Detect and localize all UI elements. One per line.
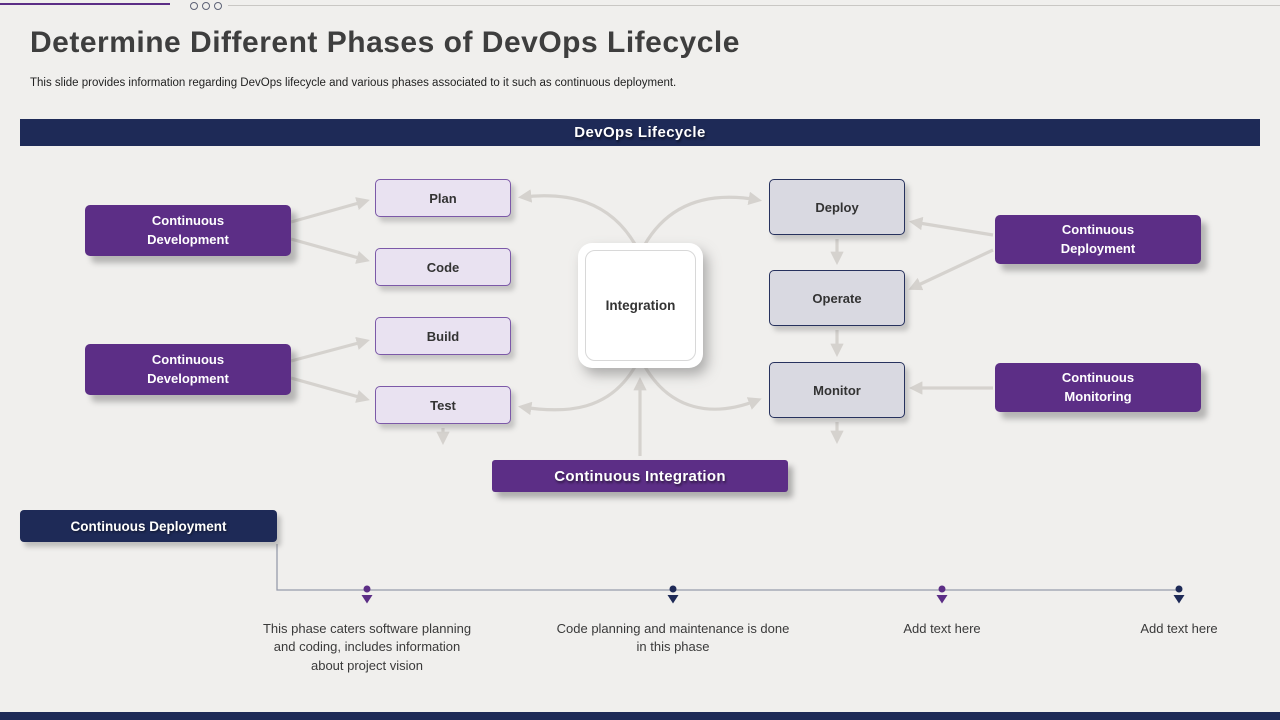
footer-bar: [0, 712, 1280, 720]
timeline-marker-2: [667, 585, 679, 604]
plan-box-label: Plan: [429, 190, 457, 206]
top-accent-line: [0, 3, 170, 5]
operate-box: Operate: [769, 270, 905, 326]
milestone-text-3: Add text here: [903, 621, 981, 636]
marker-down-arrow-icon: [936, 595, 948, 604]
test-box-label: Test: [430, 397, 456, 413]
decorative-dot: [214, 2, 222, 10]
integration-box: Integration: [578, 243, 703, 368]
decorative-dot: [190, 2, 198, 10]
continuous-development-box-2: Continuous Development: [85, 344, 291, 395]
code-box: Code: [375, 248, 511, 286]
page-title: Determine Different Phases of DevOps Lif…: [30, 26, 740, 59]
marker-dot: [669, 585, 677, 593]
continuous-development-box-1: Continuous Development: [85, 205, 291, 256]
continuous-integration-banner: Continuous Integration: [492, 460, 788, 492]
marker-dot: [938, 585, 946, 593]
continuous-monitoring-box: Continuous Monitoring: [995, 363, 1201, 412]
continuous-development-box-2-label: Continuous Development: [147, 351, 229, 386]
devops-lifecycle-banner-label: DevOps Lifecycle: [574, 124, 706, 141]
continuous-development-box-1-label: Continuous Development: [147, 212, 229, 247]
milestone-text-4: Add text here: [1140, 621, 1218, 636]
timeline-marker-4: [1173, 585, 1185, 604]
plan-box: Plan: [375, 179, 511, 217]
continuous-deployment-section-label-text: Continuous Deployment: [70, 518, 227, 534]
deploy-box: Deploy: [769, 179, 905, 235]
monitor-box: Monitor: [769, 362, 905, 418]
timeline-marker-3: [936, 585, 948, 604]
marker-down-arrow-icon: [667, 595, 679, 604]
test-box: Test: [375, 386, 511, 424]
marker-down-arrow-icon: [361, 595, 373, 604]
milestone-text-2: Code planning and maintenance is done in…: [556, 621, 790, 655]
milestone-text-1: This phase caters software planning and …: [262, 621, 472, 673]
deploy-box-label: Deploy: [815, 199, 859, 215]
decorative-dot: [202, 2, 210, 10]
monitor-box-label: Monitor: [813, 382, 861, 398]
top-rule: [228, 5, 1280, 6]
operate-box-label: Operate: [812, 290, 862, 306]
devops-lifecycle-banner: DevOps Lifecycle: [20, 119, 1260, 146]
continuous-deployment-box: Continuous Deployment: [995, 215, 1201, 264]
integration-box-inner: Integration: [585, 250, 696, 361]
build-box: Build: [375, 317, 511, 355]
continuous-monitoring-box-label: Continuous Monitoring: [1061, 369, 1135, 404]
marker-down-arrow-icon: [1173, 595, 1185, 604]
marker-dot: [363, 585, 371, 593]
continuous-integration-banner-label: Continuous Integration: [554, 467, 726, 485]
timeline-marker-1: [361, 585, 373, 604]
code-box-label: Code: [426, 259, 460, 275]
continuous-deployment-section-label: Continuous Deployment: [20, 510, 277, 542]
marker-dot: [1175, 585, 1183, 593]
integration-box-label: Integration: [605, 298, 676, 313]
page-subtitle: This slide provides information regardin…: [30, 77, 677, 89]
build-box-label: Build: [426, 328, 460, 344]
continuous-deployment-box-label: Continuous Deployment: [1060, 221, 1136, 256]
timeline-line: [276, 544, 1180, 591]
